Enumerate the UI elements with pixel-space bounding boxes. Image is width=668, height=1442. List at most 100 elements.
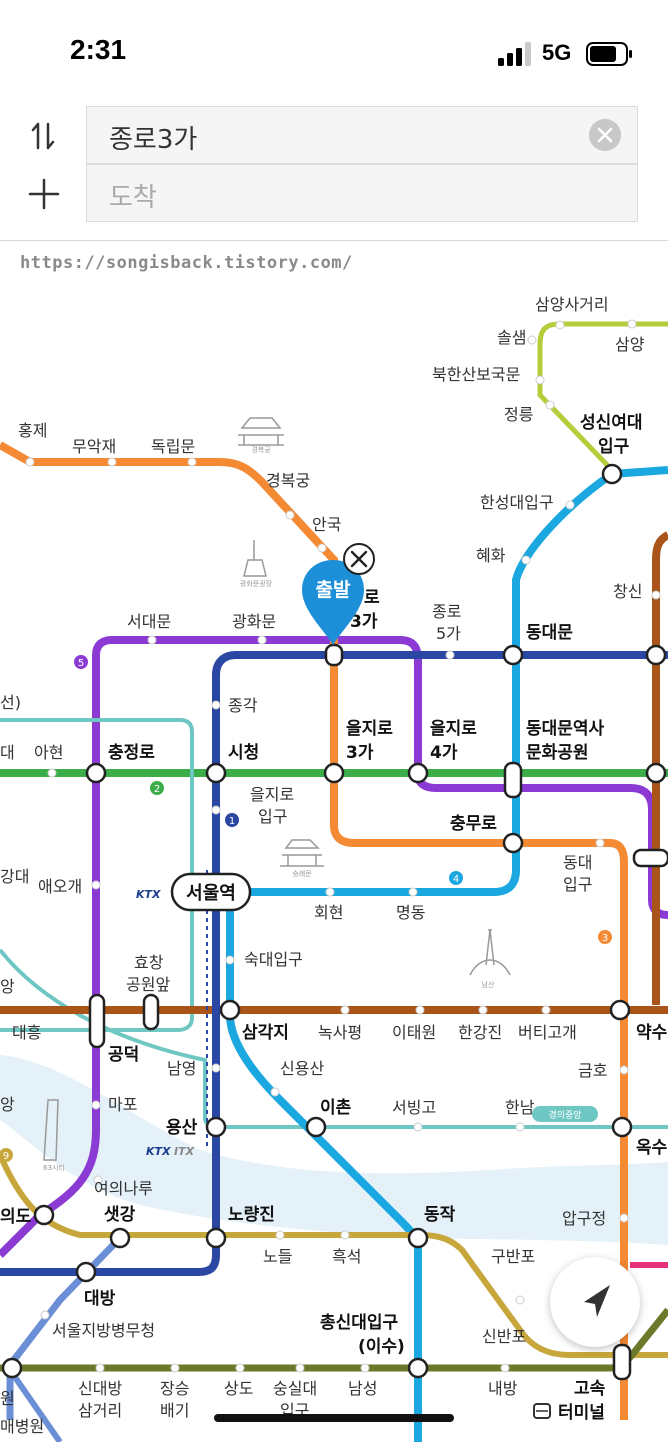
st-hannam: 한남 <box>505 1098 535 1117</box>
st-dongguk-1: 동대 <box>563 853 592 872</box>
watermark-url: https://songisback.tistory.com/ <box>20 253 353 273</box>
line-badges: 5 2 1 4 3 9 경의중앙 <box>0 655 612 1162</box>
st-apgujeong: 압구정 <box>562 1209 606 1228</box>
st-gyeongbokgung: 경복궁 <box>266 471 310 490</box>
st-chungmuro: 충무로 <box>450 814 497 834</box>
navigation-arrow-icon <box>584 1285 610 1317</box>
sungnyemun-icon <box>280 839 324 867</box>
st-jongno5-1: 종로 <box>432 602 461 621</box>
badge-line2: 2 <box>154 784 160 795</box>
st-mapo: 마포 <box>108 1095 137 1114</box>
st-sindaebang-1: 신대방 <box>78 1379 122 1398</box>
st-hoehyeon: 회현 <box>314 903 343 922</box>
st-dongnimmun: 독립문 <box>151 437 195 456</box>
st-hansung: 한성대입구 <box>480 493 554 512</box>
itx-logo: ITX <box>174 1145 195 1158</box>
st-ewha-left: 강대 <box>0 867 29 886</box>
st-chongshin-1: 총신대입구 <box>320 1313 399 1333</box>
st-hospital-left: 매병원 <box>0 1417 44 1436</box>
route-search-panel: 종로3가 도착 <box>0 100 668 241</box>
st-samyang-sageori: 삼양사거리 <box>535 295 609 314</box>
st-dongguk-2: 입구 <box>563 875 592 894</box>
st-hap-left: 앙 <box>0 977 15 996</box>
st-jeongneung: 정릉 <box>504 405 533 424</box>
st-dongdaemun: 동대문 <box>526 623 573 643</box>
st-express-2: 터미널 <box>558 1403 605 1423</box>
landmark-labels: 경복궁 광화문광장 숭례문 남산 63시티 <box>43 445 495 1172</box>
origin-value: 종로3가 <box>109 125 198 155</box>
st-geumho: 금호 <box>578 1061 607 1080</box>
destination-input[interactable]: 도착 <box>86 164 638 222</box>
st-jongno3-1: 로 <box>364 588 380 608</box>
st-euljiro4-2: 4가 <box>430 743 458 763</box>
st-yeouido-left: 의도 <box>0 1207 32 1227</box>
st-heukseok: 흑석 <box>332 1247 361 1266</box>
st-gwanghwamun: 광화문 <box>232 612 276 631</box>
badge-line9: 9 <box>3 1151 9 1162</box>
remove-origin-icon[interactable] <box>343 543 375 575</box>
st-changsin: 창신 <box>613 582 642 601</box>
st-namyeong: 남영 <box>167 1059 196 1078</box>
st-seoul-station: 서울역 <box>186 883 236 904</box>
status-time: 2:31 <box>70 34 127 65</box>
st-myeongdong: 명동 <box>396 903 425 922</box>
st-saetgang: 샛강 <box>104 1205 136 1225</box>
st-euljiro3-1: 을지로 <box>346 719 393 739</box>
st-itaewon: 이태원 <box>392 1023 436 1042</box>
st-won-left: 원 <box>0 1389 15 1408</box>
st-seon: 선) <box>0 693 21 712</box>
home-indicator[interactable] <box>214 1414 454 1422</box>
ktx-logo: KTX <box>136 888 161 901</box>
swap-vertical-icon[interactable] <box>28 120 60 152</box>
st-ddp-2: 문화공원 <box>526 743 589 763</box>
line9-track <box>0 1153 668 1358</box>
plus-icon[interactable] <box>28 178 60 210</box>
st-yaksu: 약수 <box>636 1022 668 1043</box>
statue-icon <box>243 540 267 577</box>
st-hyochang-1: 효창 <box>134 953 164 972</box>
landmark-gwanghwamun-square: 광화문광장 <box>240 579 273 588</box>
st-sindaebang-2: 삼거리 <box>78 1401 122 1420</box>
st-naebang: 내방 <box>488 1379 518 1398</box>
st-express-1: 고속 <box>574 1379 606 1399</box>
st-ddp-1: 동대문역사 <box>526 719 605 739</box>
rail-logos: KTX KTX ITX <box>136 888 195 1158</box>
origin-pin-label: 출발 <box>316 579 351 601</box>
st-daeheung: 대흥 <box>12 1023 41 1042</box>
st-soongsil-1: 숭실대 <box>273 1379 317 1398</box>
st-ahyeon: 아현 <box>34 743 63 762</box>
st-dongjak: 동작 <box>424 1205 456 1225</box>
st-jongno3-2: 3가 <box>350 612 378 632</box>
clear-icon[interactable] <box>589 119 621 151</box>
seoul-station-label[interactable]: 서울역 <box>170 872 252 912</box>
origin-pin[interactable]: 출발 <box>302 560 364 645</box>
st-seobinggo: 서빙고 <box>392 1098 436 1117</box>
subway-map[interactable]: https://songisback.tistory.com/ <box>0 241 668 1442</box>
st-jonggak: 종각 <box>228 696 258 715</box>
ktx-logo-2: KTX <box>146 1145 171 1158</box>
line6-track-2 <box>652 531 668 1005</box>
st-noryangjin: 노량진 <box>228 1205 275 1225</box>
locate-button[interactable] <box>550 1257 640 1347</box>
badge-line1: 1 <box>229 816 235 827</box>
major-station-labels: 성신여대 입구 로 3가 동대문 충정로 시청 을지로 3가 을지로 4가 동대… <box>0 413 668 1423</box>
st-bukhansan: 북한산보국문 <box>432 365 520 384</box>
bus-icon <box>533 1403 551 1419</box>
st-sinbanpo: 신반포 <box>482 1327 526 1346</box>
st-euljiro1-2: 입구 <box>258 807 287 826</box>
gyeongbokgung-icon <box>238 417 284 446</box>
st-muakjae: 무악재 <box>72 437 116 456</box>
st-euljiro4-1: 을지로 <box>430 719 477 739</box>
st-yeouinaru: 여의나루 <box>94 1179 153 1198</box>
landmark-63: 63시티 <box>43 1163 65 1172</box>
st-euljiro3-2: 3가 <box>346 743 374 763</box>
st-hyochang-2: 공원앞 <box>126 975 170 994</box>
st-nodeul: 노들 <box>263 1247 292 1266</box>
origin-input[interactable]: 종로3가 <box>86 106 638 164</box>
landmark-icons <box>43 417 511 1161</box>
st-namseong: 남성 <box>348 1379 377 1398</box>
subway-map-canvas[interactable]: 5 2 1 4 3 9 경의중앙 경복궁 광화문광장 숭례문 남산 <box>0 241 668 1442</box>
st-sungshin-2: 입구 <box>598 437 630 457</box>
building63-icon <box>43 1099 59 1161</box>
st-gongdeok: 공덕 <box>108 1045 139 1065</box>
